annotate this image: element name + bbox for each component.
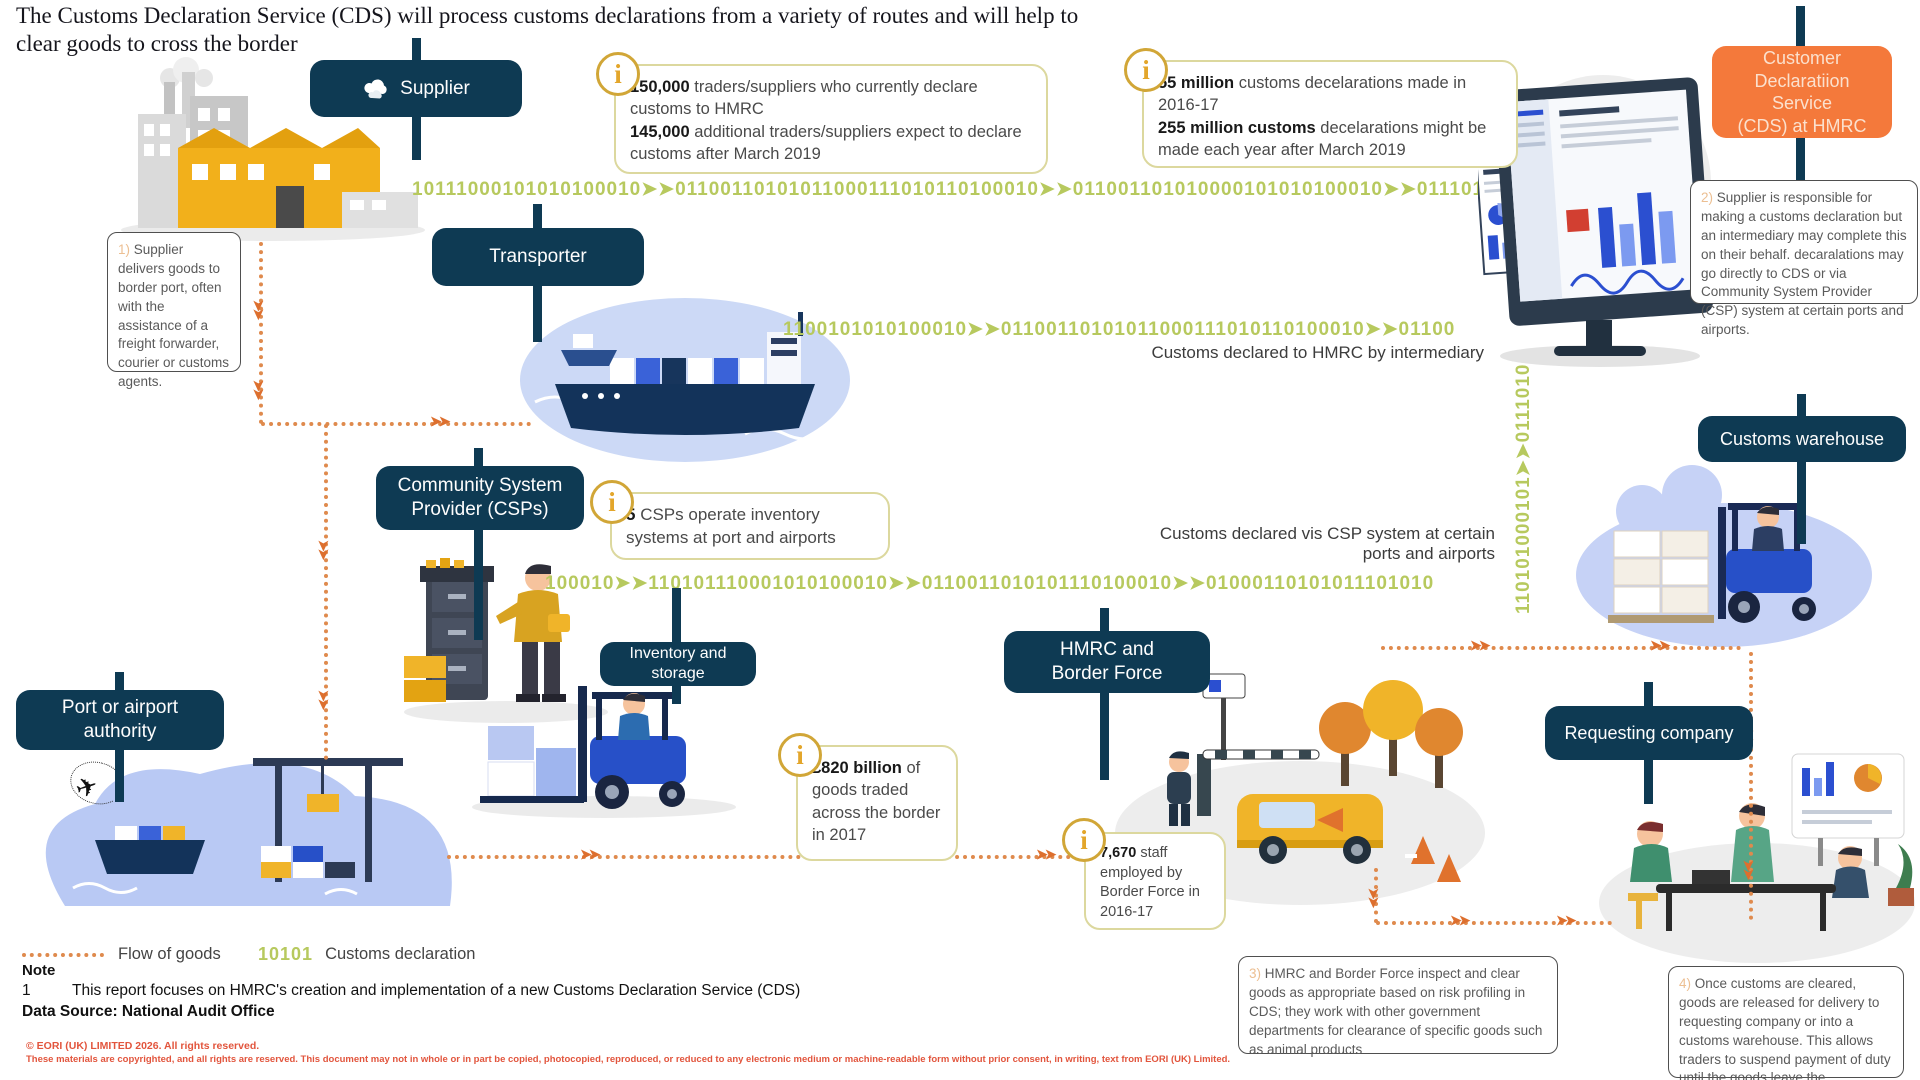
copyright-line2: These materials are copyrighted, and all… [26, 1054, 1231, 1065]
warehouse-illustration [1576, 465, 1872, 647]
pill-supplier: Supplier [310, 60, 522, 117]
copyright-block: © EORI (UK) LIMITED 2026. All rights res… [26, 1040, 1230, 1065]
pill-requesting-company: Requesting company [1545, 706, 1753, 760]
legend: Flow of goods 10101 Customs declaration [22, 944, 475, 965]
csp-clerk-illustration [404, 558, 608, 723]
post-csp [474, 448, 483, 640]
pill-customs-warehouse: Customs warehouse [1698, 416, 1906, 462]
flow-arrow-icon: ➤➤ [316, 689, 333, 708]
flow-warehouse-down [1749, 652, 1753, 920]
info-icon: i [1062, 818, 1106, 862]
pill-cds-hmrc-label: Customer Declaratiion Service (CDS) at H… [1737, 48, 1867, 136]
info-icon: i [1124, 48, 1168, 92]
pill-cds-hmrc: Customer Declaratiion Service (CDS) at H… [1712, 46, 1892, 138]
note-number: 1 [22, 982, 31, 999]
flow-to-port [324, 424, 328, 760]
note-row: 1 This report focuses on HMRC's creation … [22, 982, 800, 1000]
page-title: The Customs Declaration Service (CDS) wi… [16, 3, 1079, 56]
pill-inventory: Inventory and storage [600, 642, 756, 686]
infobox-staff: 7,670 staff employed by Border Force in … [1084, 832, 1226, 930]
factory-illustration [121, 57, 425, 241]
notebox-1: 1) Supplier delivers goods to border por… [107, 232, 241, 389]
pill-csp-label: Community System Provider (CSPs) [397, 475, 563, 520]
flow-arrow-icon: ➤➤ [1366, 887, 1383, 906]
ship-illustration [520, 298, 850, 462]
pill-hmrc-border-force: HMRC and Border Force [1004, 631, 1210, 693]
flow-border-down [1374, 868, 1378, 923]
pill-supplier-label: Supplier [400, 77, 470, 99]
footnote-block: Note 1 This report focuses on HMRC's crea… [22, 962, 800, 1021]
flow-to-ship [261, 422, 531, 426]
infobox-traders-line1: 150,000 traders/suppliers who currently … [630, 78, 978, 119]
note-heading: Note [22, 962, 56, 979]
flow-arrow-icon: ➤➤ [251, 299, 268, 318]
copyright-line1: © EORI (UK) LIMITED 2026. All rights res… [26, 1040, 260, 1052]
flow-arrow-icon: ➤➤ [430, 413, 451, 429]
pill-hmrc-border-force-label: HMRC and Border Force [1051, 639, 1163, 684]
pill-customs-warehouse-label: Customs warehouse [1719, 428, 1885, 449]
checkpoint-illustration [1115, 673, 1485, 905]
pill-csp: Community System Provider (CSPs) [376, 466, 584, 530]
flow-arrow-icon: ➤➤ [1556, 912, 1577, 928]
monitor-illustration [1478, 75, 1713, 367]
pill-transporter: Transporter [432, 228, 644, 286]
pill-port-authority-label: Port or airport authority [61, 697, 179, 742]
flow-arrow-icon: ➤➤ [316, 539, 333, 558]
pill-transporter-label: Transporter [489, 246, 587, 268]
info-icon: i [778, 733, 822, 777]
flow-arrow-icon: ➤➤ [1650, 637, 1671, 653]
flow-to-warehouse [1381, 646, 1741, 650]
post-warehouse [1797, 394, 1806, 544]
label-declared-by-intermediary: Customs declared to HMRC by intermediary [1151, 343, 1484, 362]
company-illustration [1599, 753, 1915, 963]
infobox-csps: 5 CSPs operate inventory systems at port… [610, 492, 890, 560]
flow-arrow-icon: ➤➤ [1741, 859, 1758, 878]
legend-binary-sample: 10101 [258, 944, 314, 964]
flow-arrow-icon: ➤➤ [1450, 912, 1471, 928]
notebox-4: 4) Once customs are cleared, goods are r… [1668, 966, 1904, 1080]
forklift-illustration [472, 686, 736, 818]
pill-requesting-company-label: Requesting company [1564, 722, 1734, 743]
flow-of-goods-swatch [22, 952, 104, 957]
binary-stream-2: 1100101010100010➤➤0110011010101100011101… [783, 319, 1456, 340]
infobox-traders: 150,000 traders/suppliers who currently … [614, 64, 1048, 174]
label-declared-via-csp: Customs declared vis CSP system at certa… [1159, 524, 1495, 563]
binary-stream-vertical: 110101000101➤➤0111010 [1513, 363, 1534, 614]
port-illustration [45, 758, 452, 906]
flow-to-company [1376, 921, 1612, 925]
infobox-declarations-line1: 55 million customs decelarations made in… [1158, 74, 1467, 115]
note-text: This report focuses on HMRC's creation a… [72, 982, 801, 999]
infobox-declarations: 55 million customs decelarations made in… [1142, 60, 1518, 168]
info-icon: i [596, 52, 640, 96]
notebox-3: 3) HMRC and Border Force inspect and cle… [1238, 956, 1558, 1057]
flow-arrow-icon: ➤➤ [580, 846, 601, 862]
binary-stream-1: 10111000101010100010➤➤011001101010110001… [412, 179, 1496, 200]
flow-arrow-icon: ➤➤ [1036, 846, 1057, 862]
info-icon: i [590, 480, 634, 524]
flow-arrow-icon: ➤➤ [251, 379, 268, 398]
infobox-trade: £820 billion of goods traded across the … [796, 745, 958, 861]
flow-port-to-border [447, 855, 1071, 859]
pill-port-authority: Port or airport authority [16, 690, 224, 750]
notebox-2: 2) Supplier is responsible for making a … [1690, 180, 1918, 337]
data-source: Data Source: National Audit Office [22, 1003, 275, 1020]
legend-declaration-label: Customs declaration [325, 945, 476, 963]
infobox-declarations-line2: 255 million customs decelarations might … [1158, 118, 1487, 159]
flow-arrow-icon: ➤➤ [1470, 637, 1491, 653]
post-hmrc [1100, 608, 1109, 780]
binary-stream-3: 100010➤➤110101110001010100010➤➤011001101… [545, 573, 1435, 594]
pill-inventory-label: Inventory and storage [629, 645, 727, 682]
infobox-traders-line2: 145,000 additional traders/suppliers exp… [630, 122, 1022, 163]
cloud-icon [364, 78, 387, 98]
flow-supplier-down [259, 242, 263, 424]
legend-flow-label: Flow of goods [118, 945, 221, 963]
